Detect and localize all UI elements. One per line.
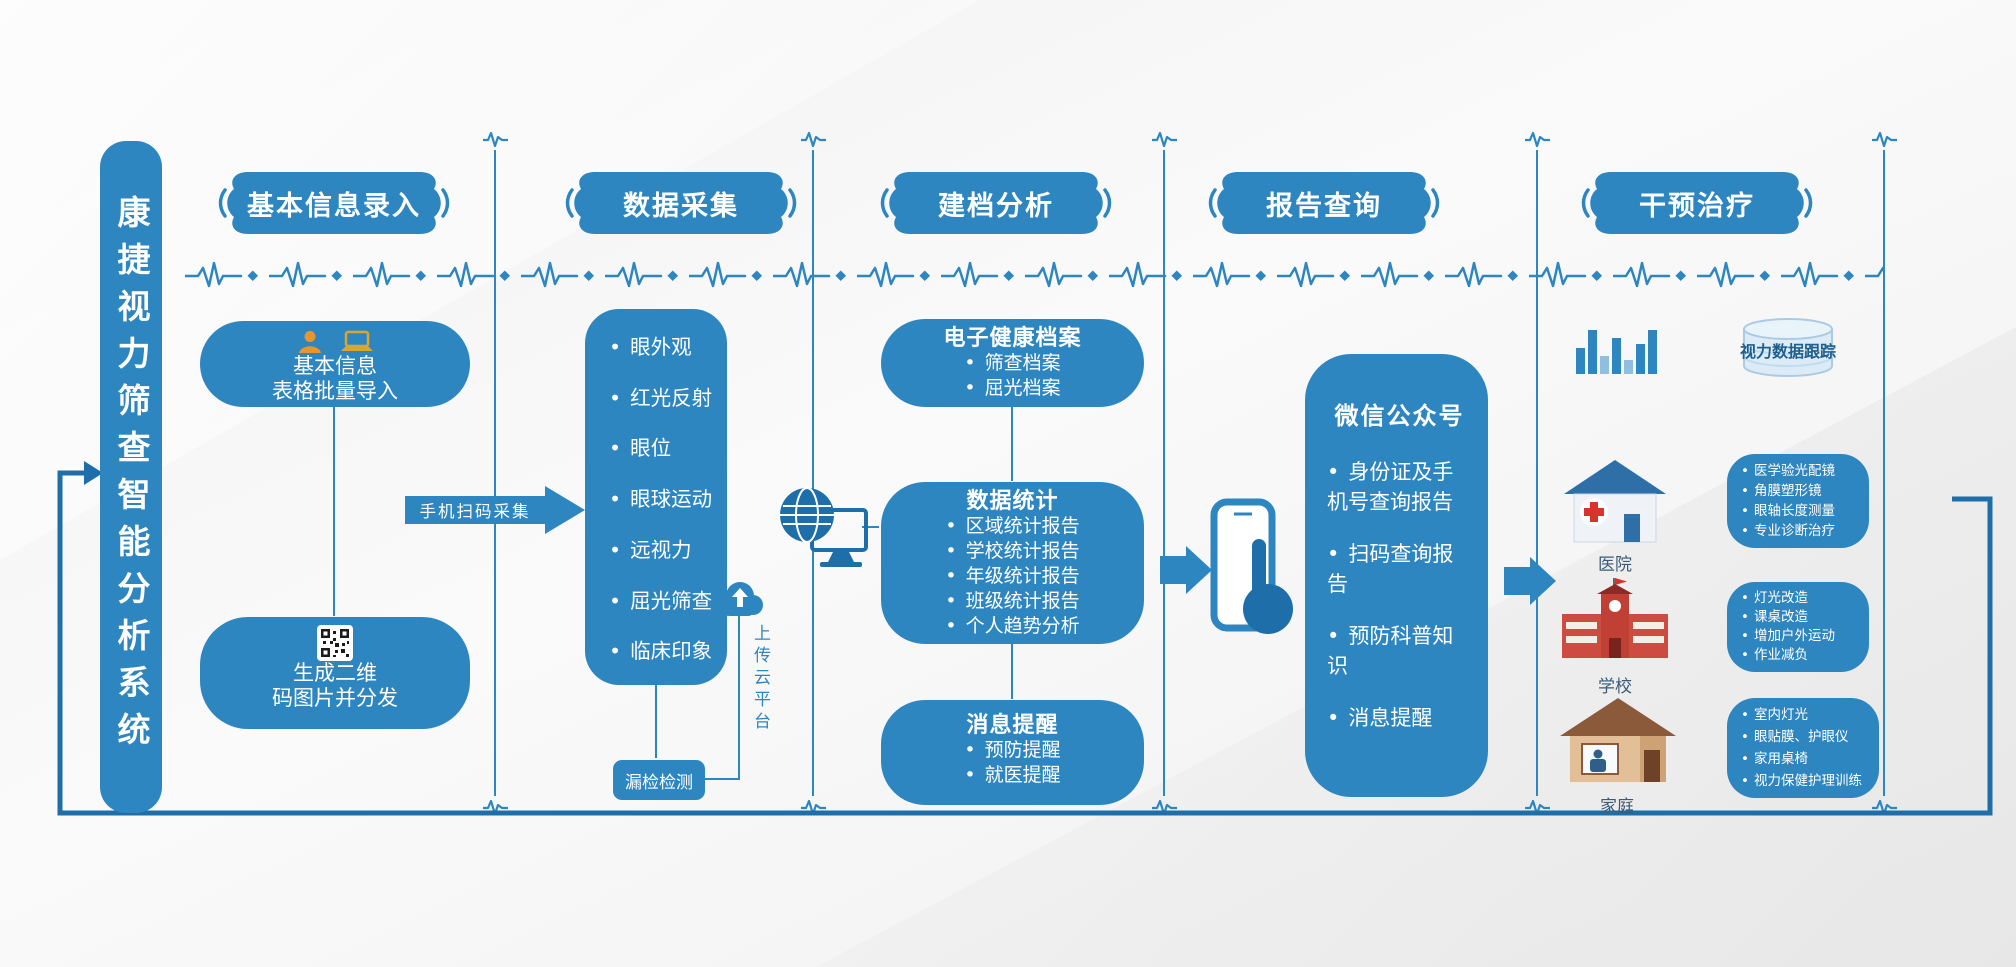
measure-item: 角膜塑形镜 xyxy=(1741,481,1861,501)
report-item: 消息提醒 xyxy=(1327,703,1472,733)
bar-chart-icon xyxy=(1574,318,1662,380)
collection-item: 眼球运动 xyxy=(609,482,727,512)
collection-item: 屈光筛查 xyxy=(609,584,727,614)
venue-label-hospital: 医院 xyxy=(1598,555,1632,575)
basic-info-import-box: 基本信息 表格批量导入 xyxy=(200,321,470,407)
measure-item: 专业诊断治疗 xyxy=(1741,521,1861,541)
upload-cloud-label: 上传云平台 xyxy=(750,624,770,734)
message-reminder-box: 消息提醒 预防提醒 就医提醒 xyxy=(881,700,1144,805)
import-box-line1: 基本信息 xyxy=(293,354,377,378)
analysis-item: 学校统计报告 xyxy=(945,539,1080,564)
home-icon xyxy=(1558,690,1678,794)
report-item: 身份证及手机号查询报告 xyxy=(1327,457,1472,517)
cloud-upload-icon xyxy=(710,577,768,623)
venue-label-home: 家庭 xyxy=(1600,797,1634,817)
ekg-heartbeat-line xyxy=(185,258,1885,294)
scan-arrow-label: 手机扫码采集 xyxy=(419,502,531,521)
stage-label: 基本信息录入 xyxy=(247,190,421,222)
measure-item: 视力保健护理训练 xyxy=(1741,770,1871,792)
person-icon xyxy=(299,331,321,353)
analysis-item: 筛查档案 xyxy=(964,351,1061,376)
globe-monitor-icon xyxy=(778,484,870,576)
measure-item: 医学验光配镜 xyxy=(1741,461,1861,481)
collection-item: 临床印象 xyxy=(609,634,727,664)
stage-badge-report: 报告查询 xyxy=(1208,166,1440,240)
measure-item: 家用桌椅 xyxy=(1741,748,1871,770)
measure-item: 课桌改造 xyxy=(1741,608,1861,627)
stage-badge-intervention: 干预治疗 xyxy=(1581,166,1813,240)
feedback-loop-arrowhead xyxy=(84,461,103,485)
system-title-bar: 康捷视力筛查智能分析系统 xyxy=(100,141,162,813)
measure-item: 眼轴长度测量 xyxy=(1741,501,1861,521)
qr-code-icon xyxy=(317,625,353,661)
qr-box-line1: 生成二维 xyxy=(293,661,377,685)
collection-item: 眼外观 xyxy=(609,330,727,360)
report-item: 扫码查询报告 xyxy=(1327,539,1472,599)
stage-label: 报告查询 xyxy=(1266,190,1382,222)
laptop-icon xyxy=(341,330,373,351)
measure-item: 灯光改造 xyxy=(1741,589,1861,608)
box-title: 微信公众号 xyxy=(1334,402,1465,430)
analysis-item: 就医提醒 xyxy=(964,763,1061,788)
stage-label: 数据采集 xyxy=(623,190,739,222)
stage-badge-collection: 数据采集 xyxy=(565,166,797,240)
school-icon xyxy=(1558,576,1672,672)
stage-label: 干预治疗 xyxy=(1639,190,1755,222)
analysis-item: 班级统计报告 xyxy=(945,589,1080,614)
hospital-measures-box: 医学验光配镜 角膜塑形镜 眼轴长度测量 专业诊断治疗 xyxy=(1727,454,1869,548)
analysis-item: 屈光档案 xyxy=(964,376,1061,401)
qr-distribute-box: 生成二维 码图片并分发 xyxy=(200,617,470,729)
analysis-item: 区域统计报告 xyxy=(945,514,1080,539)
home-measures-box: 室内灯光 眼贴膜、护眼仪 家用桌椅 视力保健护理训练 xyxy=(1727,698,1879,798)
stage-label: 建档分析 xyxy=(938,190,1054,222)
venue-label-school: 学校 xyxy=(1598,677,1632,697)
person-laptop-icons xyxy=(295,328,375,354)
report-item: 预防科普知识 xyxy=(1327,621,1472,681)
database-icon xyxy=(1738,316,1838,386)
import-box-line2: 表格批量导入 xyxy=(272,379,398,403)
qr-box-line2: 码图片并分发 xyxy=(272,686,398,710)
collection-items-box: 眼外观 红光反射 眼位 眼球运动 远视力 屈光筛查 临床印象 xyxy=(585,309,727,685)
school-measures-box: 灯光改造 课桌改造 增加户外运动 作业减负 xyxy=(1727,582,1869,672)
report-to-intervention-arrow xyxy=(1504,557,1556,605)
wechat-account-box: 微信公众号 身份证及手机号查询报告 扫码查询报告 预防科普知识 消息提醒 xyxy=(1305,354,1488,797)
health-record-box: 电子健康档案 筛查档案 屈光档案 xyxy=(881,319,1144,407)
collection-item: 红光反射 xyxy=(609,381,727,411)
box-title: 数据统计 xyxy=(966,489,1059,514)
measure-item: 增加户外运动 xyxy=(1741,627,1861,646)
upload-connector xyxy=(703,616,740,780)
column-separators xyxy=(494,150,1885,796)
analysis-item: 预防提醒 xyxy=(964,738,1061,763)
data-statistics-box: 数据统计 区域统计报告 学校统计报告 年级统计报告 班级统计报告 个人趋势分析 xyxy=(881,482,1144,644)
collection-item: 眼位 xyxy=(609,431,727,461)
feedback-loop-line xyxy=(57,470,1993,816)
analysis-to-report-arrow xyxy=(1160,546,1212,594)
phone-touch-icon xyxy=(1206,497,1294,651)
system-title: 康捷视力筛查智能分析系统 xyxy=(112,195,151,759)
measure-item: 眼贴膜、护眼仪 xyxy=(1741,726,1871,748)
data-track-label: 视力数据跟踪 xyxy=(1739,342,1836,361)
stage-badge-intake: 基本信息录入 xyxy=(218,166,450,240)
stage-badge-analysis: 建档分析 xyxy=(880,166,1112,240)
missed-check-box: 漏检检测 xyxy=(613,760,705,800)
scan-arrow xyxy=(405,486,585,534)
measure-item: 作业减负 xyxy=(1741,646,1861,665)
analysis-item: 年级统计报告 xyxy=(945,564,1080,589)
measure-item: 室内灯光 xyxy=(1741,704,1871,726)
box-title: 电子健康档案 xyxy=(943,326,1082,351)
analysis-item: 个人趋势分析 xyxy=(945,614,1080,639)
collection-item: 远视力 xyxy=(609,533,727,563)
box-title: 消息提醒 xyxy=(966,713,1059,738)
hospital-icon xyxy=(1558,452,1672,552)
